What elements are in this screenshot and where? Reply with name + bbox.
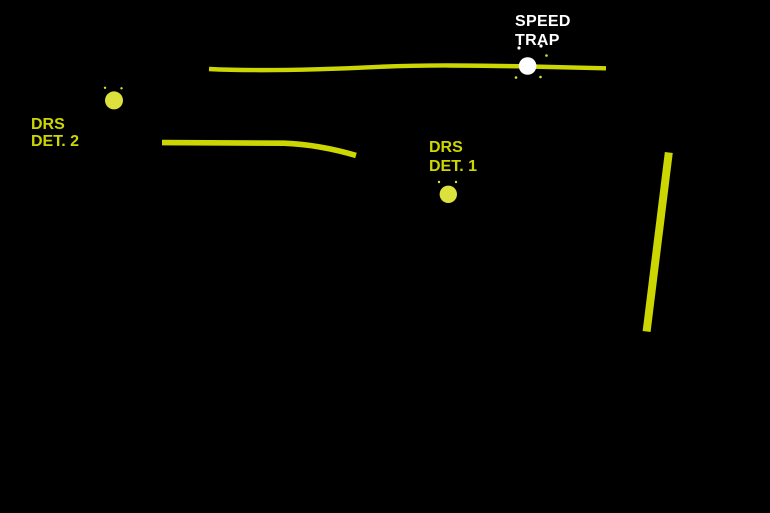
drs-det-1-sparkles	[437, 180, 458, 184]
track-segment-top	[208, 63, 607, 73]
speed-trap-label: SPEED TRAP	[515, 12, 571, 50]
drs-det-2-sparkles	[103, 86, 123, 90]
drs-det-2-label-line1: DRS	[31, 116, 65, 133]
track-segment-middle	[161, 139, 357, 159]
drs-det-2-label-line2: DET. 2	[31, 133, 80, 150]
drs-det-1-label-line1: DRS	[429, 139, 463, 156]
drs-det-2-label: DRS DET. 2	[31, 116, 79, 150]
track-segment-right	[642, 152, 673, 332]
drs-det-1-marker-dot	[439, 185, 457, 203]
speed-trap-dot	[518, 57, 537, 75]
speed-trap-label-line1: SPEED	[515, 13, 571, 30]
drs-det-1-label: DRS DET. 1	[429, 139, 477, 176]
speed-trap-label-line2: TRAP	[515, 32, 560, 49]
speed-trap-sparkles	[514, 44, 548, 79]
drs-det-2-marker-dot	[105, 91, 123, 110]
drs-det-1-label-line2: DET. 1	[429, 157, 478, 175]
